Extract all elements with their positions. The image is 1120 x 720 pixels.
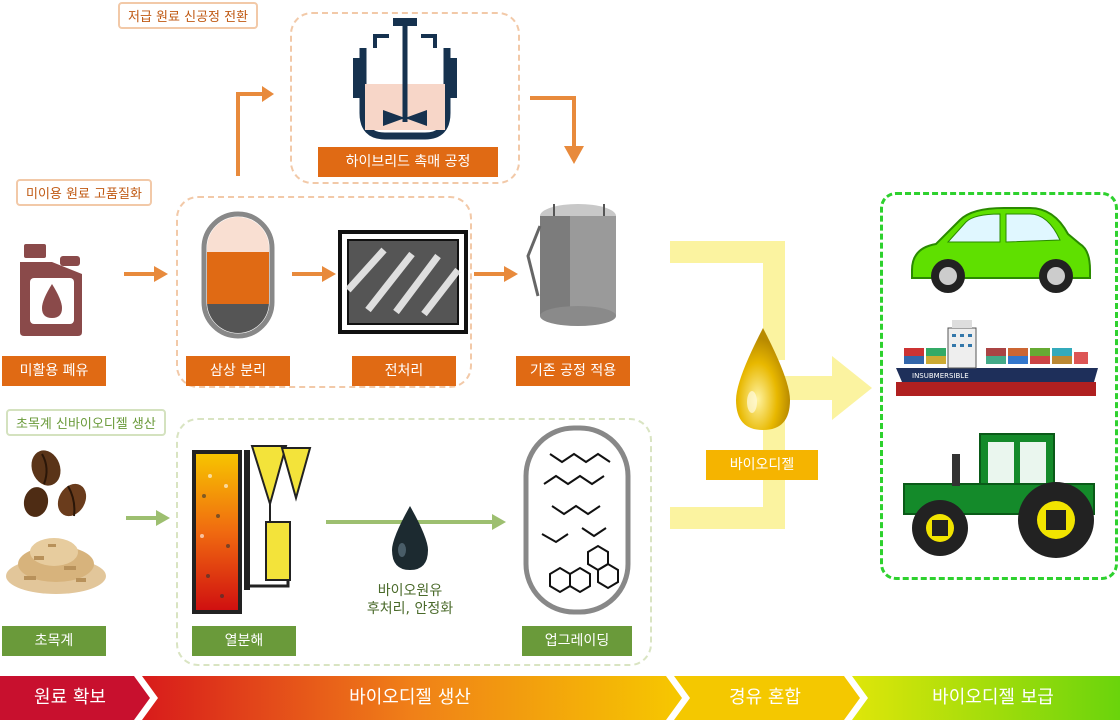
stage-label-blending: 경유 혼합 bbox=[729, 687, 801, 708]
stage-label-production: 바이오디젤 생산 bbox=[349, 687, 471, 708]
arrow-from-catalytic bbox=[530, 96, 584, 164]
stage-label-secure: 원료 확보 bbox=[34, 687, 106, 708]
arrow-to-existing bbox=[474, 266, 518, 282]
label-pyrolysis: 열분해 bbox=[192, 626, 296, 656]
arrow-to-pretreat bbox=[292, 266, 336, 282]
arrow-woody-to-pyrolysis bbox=[126, 510, 170, 526]
ship-hull-text: INSUBMERSIBLE bbox=[912, 372, 969, 380]
vehicles-box bbox=[880, 192, 1118, 580]
text-post-treatment: 후처리, 안정화 bbox=[366, 601, 454, 617]
label-three-phase: 삼상 분리 bbox=[186, 356, 290, 386]
catalytic-process-box bbox=[290, 12, 520, 184]
pyrolysis-reactor-icon bbox=[192, 445, 312, 614]
label-existing-process: 기존 공정 적용 bbox=[516, 356, 630, 386]
label-upgrading: 업그레이딩 bbox=[522, 626, 632, 656]
upgrade-raw-box bbox=[176, 196, 472, 388]
arrow-to-catalytic bbox=[236, 86, 274, 176]
label-woody: 초목계 bbox=[2, 626, 106, 656]
label-hybrid-catalytic: 하이브리드 촉매 공정 bbox=[318, 147, 498, 177]
section-tag-catalytic: 저급 원료 신공정 전환 bbox=[118, 2, 259, 29]
three-phase-separator-icon bbox=[201, 211, 275, 339]
pretreatment-icon bbox=[338, 230, 468, 334]
ship-icon: INSUBMERSIBLE bbox=[896, 320, 1098, 396]
storage-tank-icon bbox=[526, 204, 616, 326]
woody-biodiesel-box bbox=[176, 418, 652, 666]
label-waste-oil: 미활용 폐유 bbox=[2, 356, 106, 386]
section-tag-woody: 초목계 신바이오디젤 생산 bbox=[6, 409, 166, 436]
coffee-bean-icon bbox=[23, 450, 87, 517]
biodiesel-drop-icon bbox=[736, 328, 790, 430]
label-pretreatment: 전처리 bbox=[352, 356, 456, 386]
bio-crude-drop-icon bbox=[392, 506, 428, 570]
bottom-stage-bar bbox=[0, 676, 1120, 720]
oil-can-icon bbox=[20, 244, 82, 336]
wood-chips-icon bbox=[6, 538, 106, 594]
text-bio-crude: 바이오원유 bbox=[377, 583, 443, 599]
section-tag-upgrade-raw: 미이용 원료 고품질화 bbox=[16, 179, 152, 206]
stage-label-distribution: 바이오디젤 보급 bbox=[932, 687, 1054, 708]
reactor-icon bbox=[353, 18, 457, 140]
arrow-oil-to-separation bbox=[124, 266, 168, 282]
tractor-icon bbox=[903, 433, 1095, 558]
label-biodiesel: 바이오디젤 bbox=[706, 450, 818, 480]
car-icon bbox=[911, 207, 1091, 293]
upgrading-molecule-icon bbox=[523, 425, 631, 615]
